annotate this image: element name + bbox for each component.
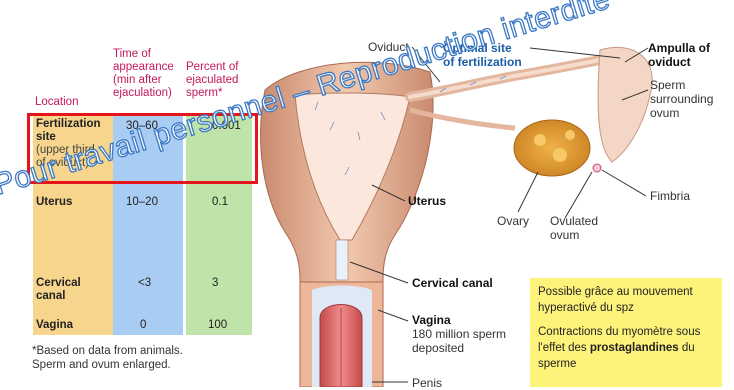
label-penis: Penis xyxy=(412,376,442,390)
ovulated-ovum xyxy=(593,164,601,172)
label-uterus: Uterus xyxy=(408,194,446,208)
label-ampulla: Ampulla of oviduct xyxy=(648,41,710,69)
cervical-canal xyxy=(336,240,348,280)
ovary xyxy=(514,120,590,176)
note-box: Possible grâce au mouvement hyperactivé … xyxy=(530,278,722,387)
label-vagina: Vagina 180 million sperm deposited xyxy=(412,313,506,355)
label-cervical-canal: Cervical canal xyxy=(412,276,493,290)
label-fimbria: Fimbria xyxy=(650,189,690,203)
label-ovulated-ovum: Ovulated ovum xyxy=(550,214,598,242)
label-ovary: Ovary xyxy=(497,214,529,228)
fimbria-shape xyxy=(598,47,652,162)
label-sperm-surrounding: Sperm surrounding ovum xyxy=(650,78,713,120)
